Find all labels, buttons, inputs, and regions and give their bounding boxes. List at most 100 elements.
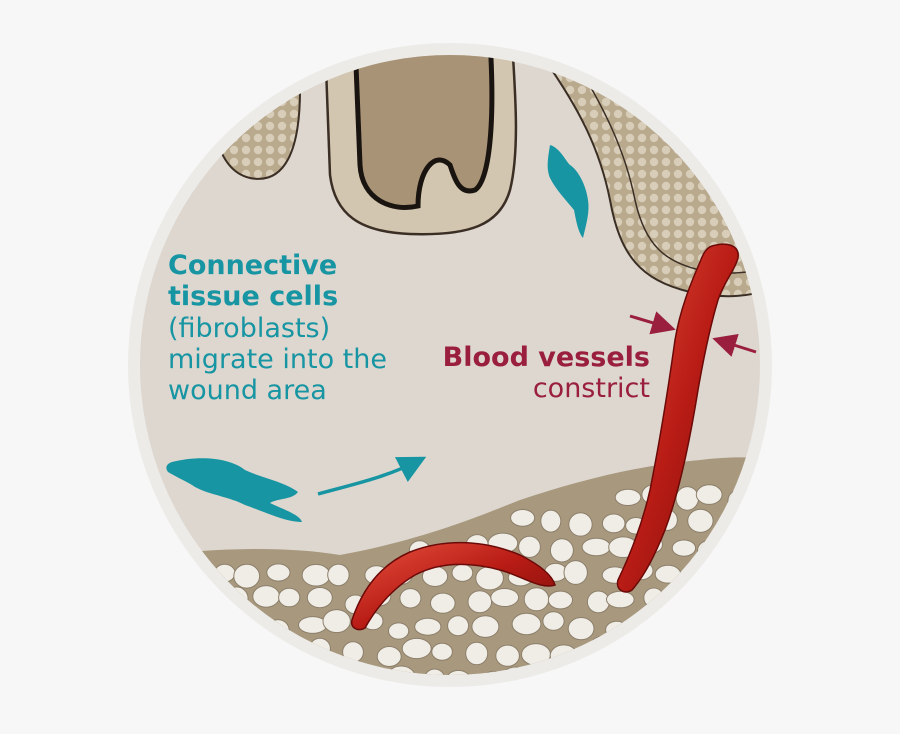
fat-cell [610, 700, 640, 716]
fat-cell [170, 693, 191, 709]
fat-cell [776, 564, 806, 587]
fat-cell [309, 694, 336, 714]
fat-cell [140, 613, 148, 637]
fat-cell [567, 617, 595, 641]
fat-cell [750, 721, 779, 730]
fibroblast-desc-line3: wound area [168, 375, 327, 407]
fat-cell [581, 537, 611, 557]
fat-cell [630, 667, 660, 675]
fat-cell [495, 644, 520, 667]
fat-cell [490, 588, 520, 607]
fat-cell [716, 725, 743, 730]
fat-cell [138, 697, 158, 720]
fat-cell [512, 717, 539, 730]
fat-cell [357, 726, 384, 730]
fat-cell [568, 512, 593, 537]
fat-cell [185, 589, 213, 607]
fat-cell [749, 666, 760, 675]
blood-vessel-horizontal [350, 541, 556, 631]
fat-cell [766, 485, 787, 507]
fat-cell [302, 665, 332, 675]
fat-cell [570, 723, 593, 730]
fat-cell [788, 588, 817, 610]
fat-cell [165, 590, 193, 615]
fat-cell [376, 692, 396, 710]
fat-cell [140, 582, 156, 608]
blood-vessel-vertical [616, 243, 739, 593]
fat-cell [703, 588, 726, 613]
fat-cell [657, 611, 682, 636]
hair-shaft [352, 55, 495, 210]
fat-cell [729, 593, 759, 611]
fat-cell [433, 694, 456, 718]
fat-cell [658, 724, 679, 730]
fat-cell [471, 615, 500, 638]
fat-cell [140, 643, 164, 666]
fat-cell [776, 517, 805, 536]
fat-cell [767, 637, 788, 660]
fat-cell [231, 621, 259, 641]
fat-cell [745, 616, 760, 640]
fat-cell [773, 724, 800, 731]
fat-cell [721, 666, 751, 675]
fat-cell [796, 637, 818, 658]
fibroblast-desc-line2: migrate into the [168, 343, 387, 375]
fat-cell [683, 722, 711, 730]
fat-cell [555, 690, 576, 713]
fat-cell [778, 613, 806, 635]
migration-arrow [317, 456, 427, 496]
fat-cell [178, 617, 201, 638]
fat-cell [447, 615, 470, 637]
fat-cell [278, 587, 301, 608]
fat-cell [400, 700, 424, 717]
fat-cell [306, 587, 333, 609]
fat-cell [497, 694, 518, 717]
fibroblast-title-line2: tissue cells [168, 281, 339, 313]
fat-cell [763, 532, 784, 554]
fat-cell [606, 590, 635, 609]
fat-cell [152, 562, 176, 585]
fat-cell [177, 665, 200, 675]
fat-cell [523, 697, 552, 716]
fat-cell [712, 565, 738, 583]
fat-cell [675, 486, 700, 511]
fat-cell [581, 693, 603, 712]
fat-cell [381, 720, 409, 730]
fat-cell [748, 510, 760, 534]
fat-cell [301, 723, 329, 730]
fat-cell [401, 637, 432, 660]
fat-cell [549, 538, 574, 563]
fat-cell [739, 695, 759, 716]
fat-cell [192, 642, 218, 661]
fat-cell [221, 640, 246, 659]
fibroblast-cell-top [547, 145, 589, 238]
fat-cell [696, 643, 725, 668]
fat-cell [465, 641, 489, 666]
fat-cell [472, 720, 499, 730]
fat-cell [543, 669, 568, 675]
fat-cell [206, 612, 233, 632]
fat-cell [340, 693, 364, 711]
fat-cell [523, 587, 550, 612]
fat-cell [451, 563, 474, 582]
fat-cell [600, 671, 629, 675]
fat-cell [268, 722, 294, 731]
fat-cell [800, 485, 820, 502]
fat-cell [695, 484, 723, 505]
fat-cell [543, 717, 570, 730]
fibroblast-cell-left [166, 458, 302, 522]
fat-cell [518, 535, 541, 559]
fat-cell [563, 560, 588, 585]
fat-cell [510, 509, 536, 527]
fat-cell [467, 590, 493, 614]
fat-cell [233, 563, 261, 589]
fat-cell [614, 488, 642, 506]
fat-cell [793, 692, 823, 715]
fat-cell [327, 563, 350, 587]
fat-cell [797, 534, 822, 552]
fat-cell [180, 718, 202, 730]
fat-cell [481, 670, 505, 675]
fat-cell [672, 697, 697, 714]
fat-cell [238, 714, 261, 730]
